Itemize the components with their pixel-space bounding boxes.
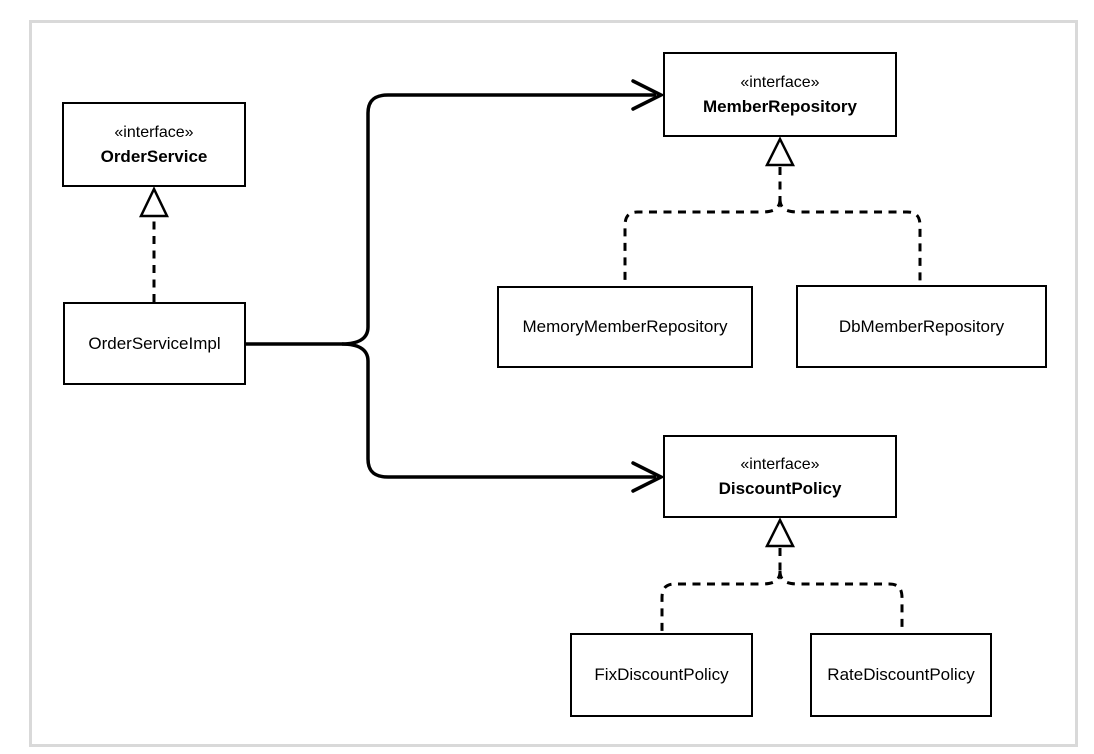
stereotype-label: «interface» <box>114 123 194 141</box>
node-label: OrderService <box>100 146 208 166</box>
node-order-service-impl: OrderServiceImpl <box>63 302 246 385</box>
node-label: MemoryMemberRepository <box>522 317 728 336</box>
dependency-fork-orderserviceimpl <box>246 93 656 479</box>
dependency-arrowhead-discountpolicy <box>631 461 665 493</box>
node-label: OrderServiceImpl <box>88 333 221 353</box>
node-label: DiscountPolicy <box>718 478 842 498</box>
node-db-member-repository: DbMemberRepository <box>796 285 1047 368</box>
realization-tree-memberrepository <box>623 136 922 284</box>
node-label: RateDiscountPolicy <box>827 665 975 684</box>
realization-tree-discountpolicy <box>660 517 904 631</box>
node-order-service: «interface» OrderService <box>62 102 246 187</box>
node-label: MemberRepository <box>703 96 857 116</box>
dependency-arrowhead-memberrepository <box>631 79 665 111</box>
stereotype-label: «interface» <box>740 73 820 91</box>
node-memory-member-repository: MemoryMemberRepository <box>497 286 753 368</box>
node-member-repository: «interface» MemberRepository <box>663 52 897 137</box>
realization-orderserviceimpl-orderservice <box>139 186 169 302</box>
node-label: FixDiscountPolicy <box>594 665 729 684</box>
node-rate-discount-policy: RateDiscountPolicy <box>810 633 992 717</box>
stereotype-label: «interface» <box>740 455 820 473</box>
node-fix-discount-policy: FixDiscountPolicy <box>570 633 753 717</box>
node-discount-policy: «interface» DiscountPolicy <box>663 435 897 518</box>
node-label: DbMemberRepository <box>838 316 1005 336</box>
